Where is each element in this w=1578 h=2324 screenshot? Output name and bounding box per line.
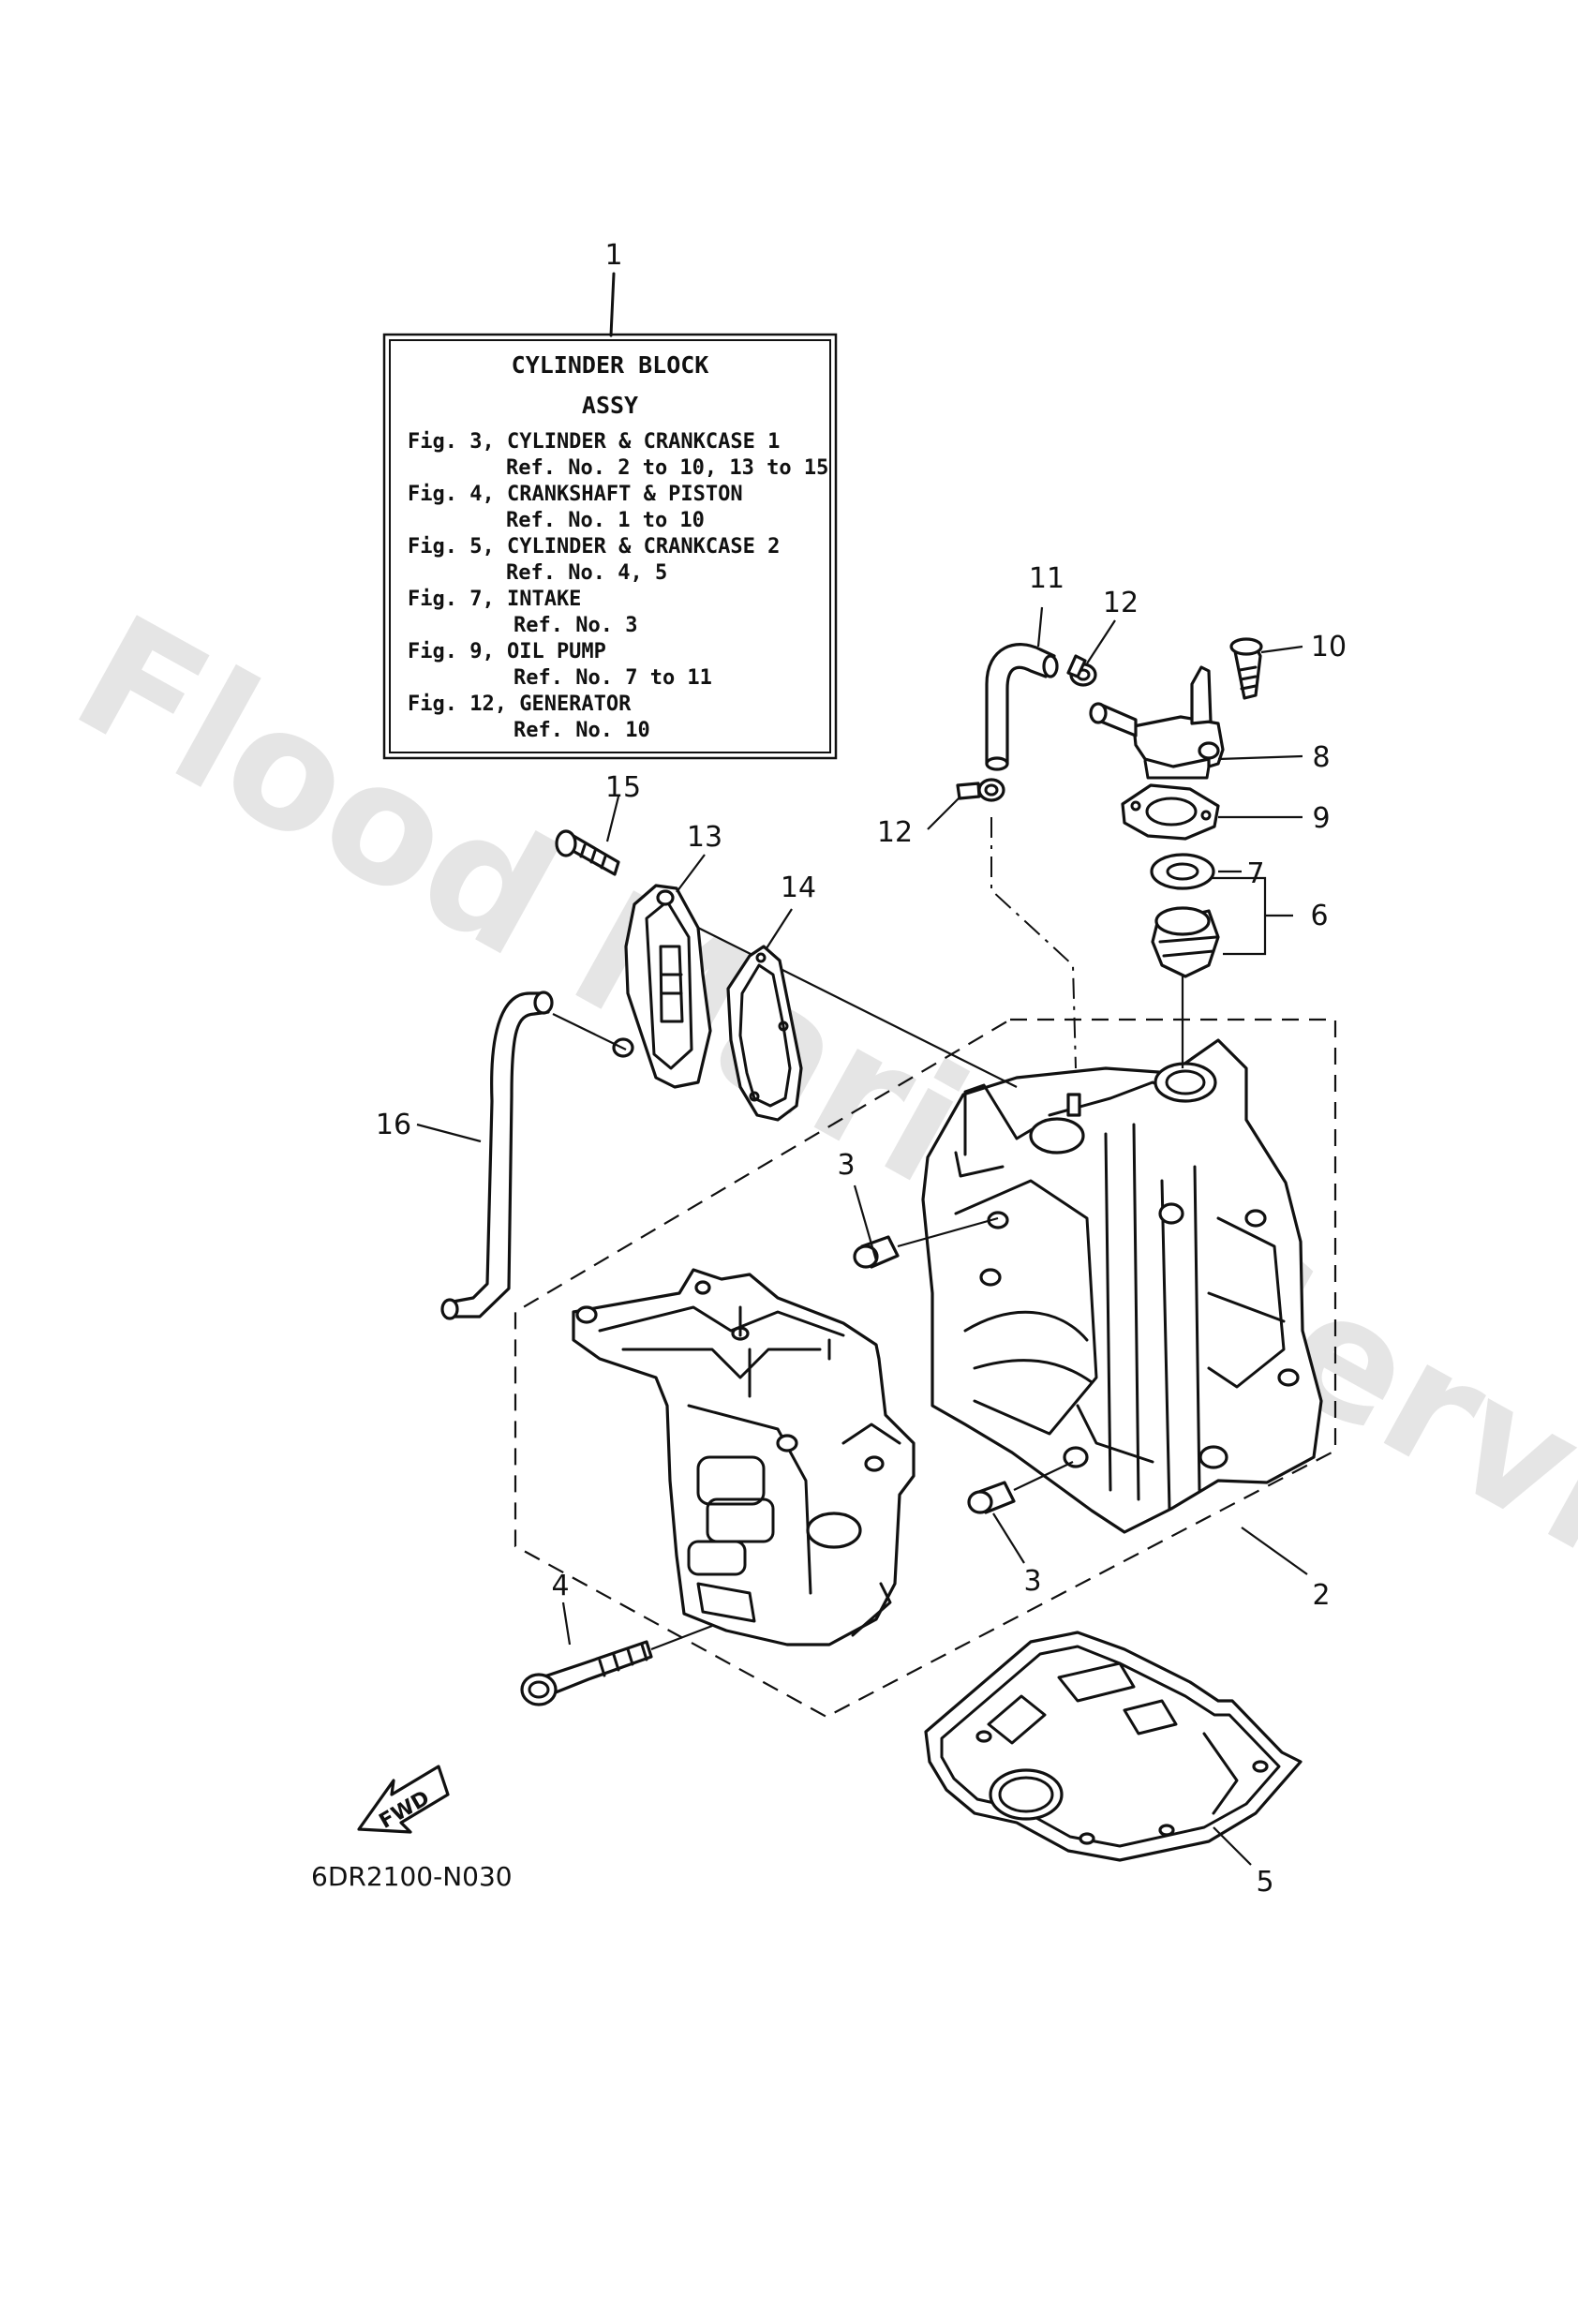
thermostat-cover-gasket [1121,783,1220,841]
thermostat-cover [1089,665,1225,780]
callout-8: 8 [1312,741,1330,774]
info-box-line: Ref. No. 3 [514,614,637,637]
info-box-line: Fig. 5, CYLINDER & CRANKCASE 2 [408,535,780,559]
cylinder-block [921,1038,1323,1534]
cover-bolt-small [555,829,620,876]
callout-4: 4 [551,1570,569,1602]
cover-bolt [1229,637,1263,700]
callout-16: 16 [376,1109,411,1141]
info-box-line: Fig. 9, OIL PUMP [408,640,606,663]
gasket [924,1631,1303,1862]
crankcase [572,1268,916,1646]
callout-1: 1 [604,239,622,272]
thermostat [1151,906,1220,1068]
bolt [520,1624,713,1706]
callout-12-lower: 12 [877,816,913,849]
info-box-subtitle: ASSY [582,392,638,419]
grommet [1150,853,1215,890]
callout-12-upper: 12 [1103,587,1139,619]
info-box-line: Ref. No. 4, 5 [506,561,667,585]
water-hose-upper [985,643,1059,771]
info-box-line: Ref. No. 10 [514,719,650,742]
info-box-line: Fig. 7, INTAKE [408,588,581,611]
callout-6: 6 [1310,900,1328,932]
callout-13: 13 [687,821,722,854]
info-box-line: Ref. No. 1 to 10 [506,509,705,532]
callout-15: 15 [605,771,641,804]
info-box-line: Fig. 3, CYLINDER & CRANKCASE 1 [408,430,780,454]
exhaust-cover-gasket [726,945,803,1122]
callout-14: 14 [781,872,816,904]
dowel-pin-upper [853,1216,999,1269]
info-box-line: Ref. No. 2 to 10, 13 to 15 [506,456,828,480]
diagram-code: 6DR2100-N030 [311,1861,513,1892]
info-box-line: Fig. 12, GENERATOR [408,693,632,716]
callout-11: 11 [1029,562,1064,595]
callout-9: 9 [1312,802,1330,835]
callout-7: 7 [1246,857,1264,890]
callout-3-lower: 3 [1023,1565,1041,1598]
info-box-line: Ref. No. 7 to 11 [514,666,712,690]
dowel-pin-lower [967,1461,1074,1514]
fwd-arrow-icon: FWD [357,1765,450,1834]
info-box-title: CYLINDER BLOCK [512,351,709,379]
hose-clip-lower [956,778,1077,1069]
info-box-line: Fig. 4, CRANKSHAFT & PISTON [408,483,743,506]
callouts: 1 2 3 3 4 5 6 7 8 9 10 11 12 12 13 14 15… [376,239,1347,1899]
info-box: CYLINDER BLOCK ASSY Fig. 3, CYLINDER & C… [382,272,838,760]
hose-clip-upper [1066,654,1097,687]
callout-10: 10 [1311,631,1347,663]
callout-2: 2 [1312,1579,1330,1612]
water-hose-lower [440,991,627,1320]
callout-5: 5 [1256,1866,1273,1899]
leader-lines [416,606,1308,1866]
callout-3-upper: 3 [837,1149,855,1182]
